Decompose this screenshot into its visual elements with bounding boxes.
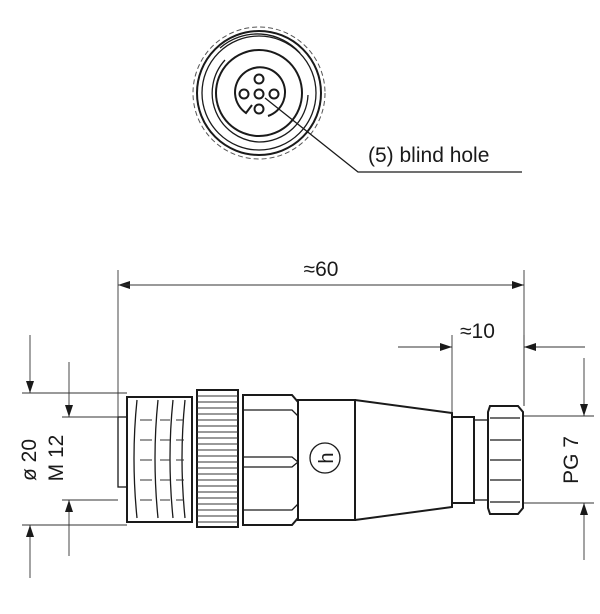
dim-cable-gland: PG 7 <box>524 358 594 560</box>
pin-holes <box>238 73 280 115</box>
knurl-outline <box>192 26 326 160</box>
insert-outline <box>234 66 286 117</box>
logo-symbol: h <box>316 452 338 463</box>
outer-diameter-label: ø 20 <box>18 439 41 481</box>
cable-cone <box>354 399 453 521</box>
front-view: (5) blind hole <box>192 26 522 173</box>
dim-thread: M 12 <box>45 362 118 556</box>
ring-2 <box>201 35 317 151</box>
gland-nut <box>487 405 524 515</box>
knurled-ring <box>196 389 239 528</box>
outer-ring <box>196 30 322 156</box>
side-view: h <box>117 389 524 528</box>
overall-length-label: ≈60 <box>304 258 339 281</box>
front-flange <box>117 416 128 488</box>
thread-label: M 12 <box>45 435 68 482</box>
callout-leader <box>264 97 522 173</box>
ring-arc <box>211 59 309 143</box>
cable-neck <box>451 416 489 504</box>
cable-end-length-label: ≈10 <box>460 320 495 343</box>
hex-body <box>242 394 300 526</box>
dim-outer-diameter: ø 20 <box>18 335 127 578</box>
cable-gland-label: PG 7 <box>560 436 583 484</box>
blind-hole-callout: (5) blind hole <box>368 144 489 167</box>
grip-cylinder <box>297 399 356 521</box>
inner-ring <box>215 49 303 137</box>
logo: h <box>309 442 341 474</box>
coupling-nut <box>126 396 193 523</box>
dim-cable-end: ≈10 <box>398 320 585 413</box>
